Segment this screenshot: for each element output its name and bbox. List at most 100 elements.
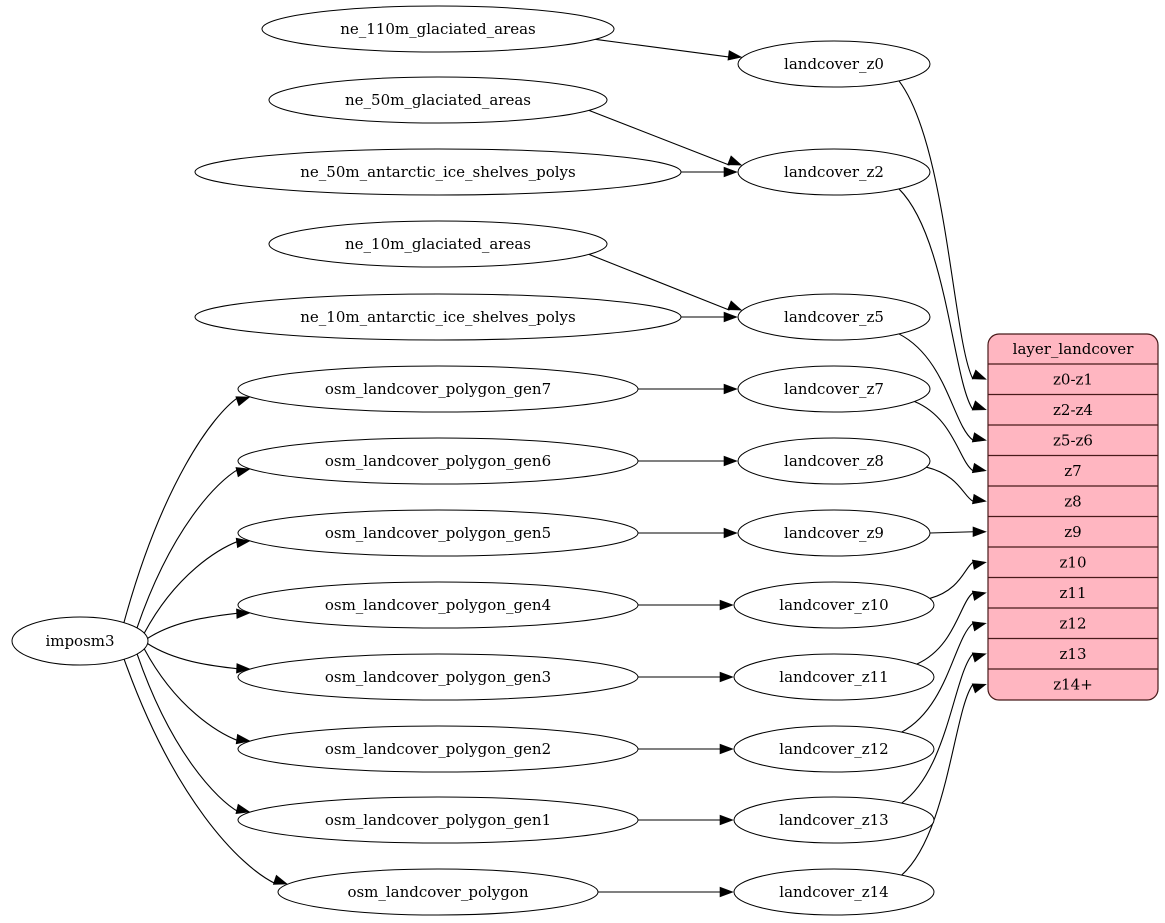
node-label: landcover_z13 bbox=[779, 811, 888, 829]
source-node-osm_landcover_polygon_gen4[interactable]: osm_landcover_polygon_gen4 bbox=[237, 581, 639, 629]
source-node-osm_landcover_polygon_gen7[interactable]: osm_landcover_polygon_gen7 bbox=[237, 365, 639, 413]
edge-ne_110m_glaciated_areas-to-landcover_z0 bbox=[595, 38, 743, 61]
table-row[interactable]: z0-z1 bbox=[1053, 370, 1093, 388]
edge-line bbox=[588, 109, 730, 166]
edge-arrowhead bbox=[971, 369, 987, 380]
node-shape bbox=[737, 365, 931, 413]
edge-arrowhead bbox=[235, 537, 251, 549]
node-label: landcover_z12 bbox=[779, 740, 888, 758]
source-node-osm_landcover_polygon_gen1[interactable]: osm_landcover_polygon_gen1 bbox=[237, 796, 639, 844]
layer-node-landcover_z7[interactable]: landcover_z7 bbox=[737, 365, 931, 413]
node-label: landcover_z14 bbox=[779, 883, 888, 901]
edge-line bbox=[901, 622, 974, 733]
edge-arrowhead bbox=[971, 400, 987, 411]
edge-arrowhead bbox=[971, 559, 987, 570]
source-node-ne_10m_antarctic_ice_shelves_polys[interactable]: ne_10m_antarctic_ice_shelves_polys bbox=[194, 293, 682, 341]
table-row[interactable]: z7 bbox=[1064, 462, 1081, 480]
layer-node-landcover_z8[interactable]: landcover_z8 bbox=[737, 437, 931, 485]
table-row[interactable]: z10 bbox=[1060, 553, 1087, 571]
edge-landcover_z0-to-row-z0-z1 bbox=[898, 80, 987, 380]
edge-line bbox=[929, 561, 974, 599]
edge-landcover_z12-to-row-z12 bbox=[901, 621, 987, 733]
node-shape bbox=[733, 868, 935, 916]
node-label: landcover_z2 bbox=[784, 163, 884, 181]
edge-ne_10m_antarctic_ice_shelves_polys-to-landcover_z5 bbox=[681, 311, 738, 323]
layer-node-landcover_z10[interactable]: landcover_z10 bbox=[733, 581, 935, 629]
edge-arrowhead bbox=[971, 652, 987, 663]
source-node-ne_10m_glaciated_areas[interactable]: ne_10m_glaciated_areas bbox=[268, 220, 608, 268]
source-node-osm_landcover_polygon_gen6[interactable]: osm_landcover_polygon_gen6 bbox=[237, 437, 639, 485]
node-label: osm_landcover_polygon_gen2 bbox=[325, 740, 551, 758]
node-label: ne_10m_glaciated_areas bbox=[345, 235, 531, 253]
layer-node-landcover_z0[interactable]: landcover_z0 bbox=[737, 40, 931, 88]
node-label: landcover_z0 bbox=[784, 55, 884, 73]
table-row-label: z5-z6 bbox=[1053, 431, 1093, 449]
edge-landcover_z9-to-row-z9 bbox=[929, 526, 987, 537]
table-row-label: z12 bbox=[1060, 614, 1087, 632]
layer-node-landcover_z9[interactable]: landcover_z9 bbox=[737, 509, 931, 557]
edge-arrowhead bbox=[723, 455, 738, 467]
node-shape bbox=[237, 581, 639, 629]
table-row[interactable]: z13 bbox=[1060, 645, 1087, 663]
edge-arrowhead bbox=[723, 166, 738, 178]
node-label: osm_landcover_polygon_gen5 bbox=[325, 524, 551, 542]
source-node-imposm3[interactable]: imposm3 bbox=[11, 616, 149, 666]
layer-node-landcover_z12[interactable]: landcover_z12 bbox=[733, 725, 935, 773]
node-shape bbox=[737, 509, 931, 557]
table-row-label: z8 bbox=[1064, 492, 1081, 510]
source-node-osm_landcover_polygon_gen2[interactable]: osm_landcover_polygon_gen2 bbox=[237, 725, 639, 773]
table-row-label: z2-z4 bbox=[1053, 401, 1093, 419]
edge-arrowhead bbox=[972, 526, 987, 537]
source-node-osm_landcover_polygon_gen5[interactable]: osm_landcover_polygon_gen5 bbox=[237, 509, 639, 557]
edge-line bbox=[898, 80, 974, 380]
node-shape bbox=[237, 725, 639, 773]
layer-node-landcover_z5[interactable]: landcover_z5 bbox=[737, 293, 931, 341]
table-row[interactable]: z8 bbox=[1064, 492, 1081, 510]
edge-imposm3-to-osm_landcover_polygon_gen4 bbox=[147, 608, 251, 639]
table-row[interactable]: z9 bbox=[1064, 523, 1081, 541]
edge-arrowhead bbox=[235, 467, 251, 478]
edge-osm_landcover_polygon_gen3-to-landcover_z11 bbox=[638, 671, 734, 683]
edge-imposm3-to-osm_landcover_polygon_gen1 bbox=[136, 653, 251, 814]
node-shape bbox=[737, 293, 931, 341]
edge-osm_landcover_polygon_gen7-to-landcover_z7 bbox=[638, 383, 738, 395]
edge-arrowhead bbox=[272, 874, 288, 885]
layer-node-landcover_z11[interactable]: landcover_z11 bbox=[733, 653, 935, 701]
source-node-ne_50m_glaciated_areas[interactable]: ne_50m_glaciated_areas bbox=[268, 76, 608, 124]
table-row[interactable]: z11 bbox=[1060, 584, 1087, 602]
edge-landcover_z7-to-row-z7 bbox=[914, 401, 987, 474]
edge-arrowhead bbox=[235, 733, 251, 745]
node-shape bbox=[237, 796, 639, 844]
table-row-label: z0-z1 bbox=[1053, 370, 1093, 388]
edge-line bbox=[595, 38, 730, 58]
source-node-osm_landcover_polygon[interactable]: osm_landcover_polygon bbox=[277, 868, 599, 916]
node-label: ne_10m_antarctic_ice_shelves_polys bbox=[300, 308, 575, 326]
node-label: osm_landcover_polygon_gen7 bbox=[325, 380, 551, 398]
table-row[interactable]: z5-z6 bbox=[1053, 431, 1093, 449]
source-node-ne_50m_antarctic_ice_shelves_polys[interactable]: ne_50m_antarctic_ice_shelves_polys bbox=[194, 148, 682, 196]
layer-node-landcover_z2[interactable]: landcover_z2 bbox=[737, 148, 931, 196]
layer-node-landcover_z13[interactable]: landcover_z13 bbox=[733, 796, 935, 844]
edge-arrowhead bbox=[719, 814, 734, 826]
node-label: osm_landcover_polygon_gen3 bbox=[325, 668, 551, 686]
source-node-osm_landcover_polygon_gen3[interactable]: osm_landcover_polygon_gen3 bbox=[237, 653, 639, 701]
table-row-label: z9 bbox=[1064, 523, 1081, 541]
edge-osm_landcover_polygon_gen6-to-landcover_z8 bbox=[638, 455, 738, 467]
edge-imposm3-to-osm_landcover_polygon_gen6 bbox=[136, 467, 251, 629]
table-row[interactable]: z12 bbox=[1060, 614, 1087, 632]
edge-line bbox=[123, 396, 239, 623]
edge-arrowhead bbox=[236, 608, 251, 619]
edge-line bbox=[588, 253, 730, 311]
layer-node-landcover_z14[interactable]: landcover_z14 bbox=[733, 868, 935, 916]
edge-arrowhead bbox=[719, 743, 734, 755]
edge-arrowhead bbox=[723, 311, 738, 323]
node-label: osm_landcover_polygon_gen6 bbox=[325, 452, 551, 470]
source-node-ne_110m_glaciated_areas[interactable]: ne_110m_glaciated_areas bbox=[261, 5, 615, 53]
edge-arrowhead bbox=[971, 683, 987, 694]
edge-line bbox=[147, 612, 239, 639]
nodes-layer: imposm3 ne_110m_glaciated_areas ne_50m_gla… bbox=[11, 5, 935, 916]
table-row[interactable]: z2-z4 bbox=[1053, 401, 1093, 419]
table-row[interactable]: z14+ bbox=[1053, 675, 1093, 693]
